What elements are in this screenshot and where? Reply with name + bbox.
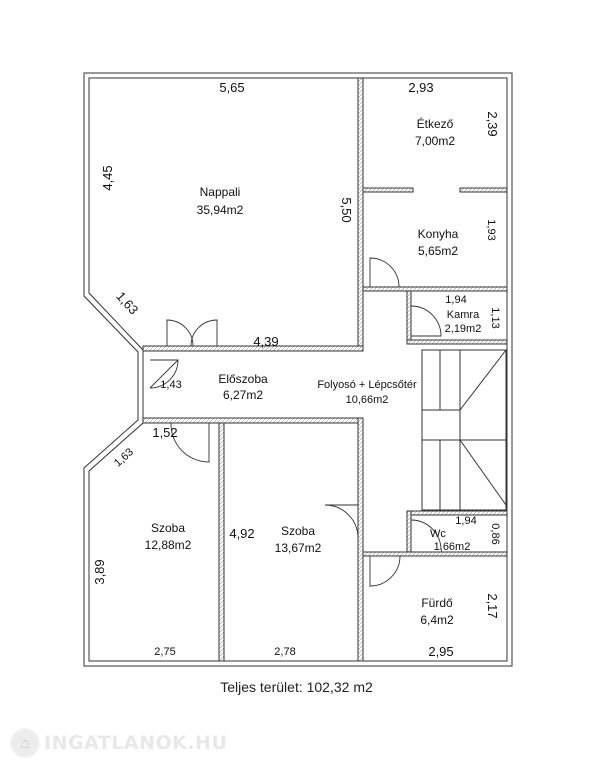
room-furdo-area: 6,4m2: [420, 613, 454, 627]
dim-eloszoba-height: 1,43: [160, 379, 181, 391]
room-eloszoba-area: 6,27m2: [223, 388, 263, 402]
room-eloszoba-name: Előszoba: [218, 372, 268, 386]
dim-etkezo-height: 2,39: [485, 111, 500, 136]
room-folyoso-name: Folyosó + Lépcsőtér: [317, 379, 417, 391]
room-szoba2-area: 13,67m2: [275, 541, 322, 555]
dim-szoba2-width: 2,78: [274, 646, 295, 658]
room-furdo-name: Fürdő: [421, 596, 453, 610]
room-wc-name: Wc: [430, 528, 446, 540]
outer-walls: [83, 72, 513, 667]
room-kamra-area: 2,19m2: [445, 323, 482, 335]
room-nappali-name: Nappali: [200, 185, 241, 199]
watermark-logo: ⌂ INGATLANOK.HU: [10, 728, 227, 758]
dim-nappali-width: 5,65: [219, 80, 244, 95]
staircase: [421, 349, 507, 511]
room-kamra-name: Kamra: [447, 309, 480, 321]
watermark-text: INGATLANOK.HU: [44, 732, 228, 754]
dim-konyha-height: 1,93: [485, 219, 497, 240]
room-szoba1-name: Szoba: [151, 521, 185, 535]
house-icon: ⌂: [10, 728, 40, 758]
dim-szoba1-width: 2,75: [154, 646, 175, 658]
dim-etkezo-width: 2,93: [408, 80, 433, 95]
room-konyha-name: Konyha: [418, 227, 459, 241]
dim-nappali-right: 5,50: [339, 197, 354, 222]
dim-furdo-height: 2,17: [485, 593, 500, 618]
room-szoba1-area: 12,88m2: [145, 538, 192, 552]
dim-szoba1-height: 3,89: [92, 559, 107, 584]
dim-wc-width: 1,94: [455, 515, 476, 527]
doors: [149, 257, 442, 587]
dim-kamra-height: 1,13: [489, 307, 501, 328]
room-etkezo-name: Étkező: [417, 116, 454, 131]
room-labels: Nappali 35,94m2 Étkező 7,00m2 Konyha 5,6…: [145, 116, 482, 627]
room-szoba2-name: Szoba: [281, 524, 315, 538]
dim-nappali-bottom: 4,39: [253, 334, 278, 349]
dim-nappali-diag: 1,63: [113, 289, 141, 318]
dim-nappali-height: 4,45: [100, 165, 115, 190]
dim-wc-height: 0,86: [489, 523, 501, 544]
dim-szoba2-height: 4,92: [229, 526, 254, 541]
dim-szoba1-diag: 1,63: [112, 446, 136, 469]
dimension-labels: 5,65 4,45 5,50 1,63 4,39 2,93 2,39 1,93 …: [92, 80, 501, 659]
dim-furdo-width: 2,95: [428, 644, 453, 659]
room-folyoso-area: 10,66m2: [346, 394, 389, 406]
room-etkezo-area: 7,00m2: [415, 134, 455, 148]
total-area: Teljes terület: 102,32 m2: [220, 679, 373, 695]
room-nappali-area: 35,94m2: [197, 203, 244, 217]
dim-eloszoba-width: 1,52: [152, 425, 177, 440]
room-konyha-area: 5,65m2: [418, 244, 458, 258]
dim-kamra-width: 1,94: [445, 294, 466, 306]
room-wc-area: 1,66m2: [434, 541, 471, 553]
interior-walls: [142, 77, 508, 662]
